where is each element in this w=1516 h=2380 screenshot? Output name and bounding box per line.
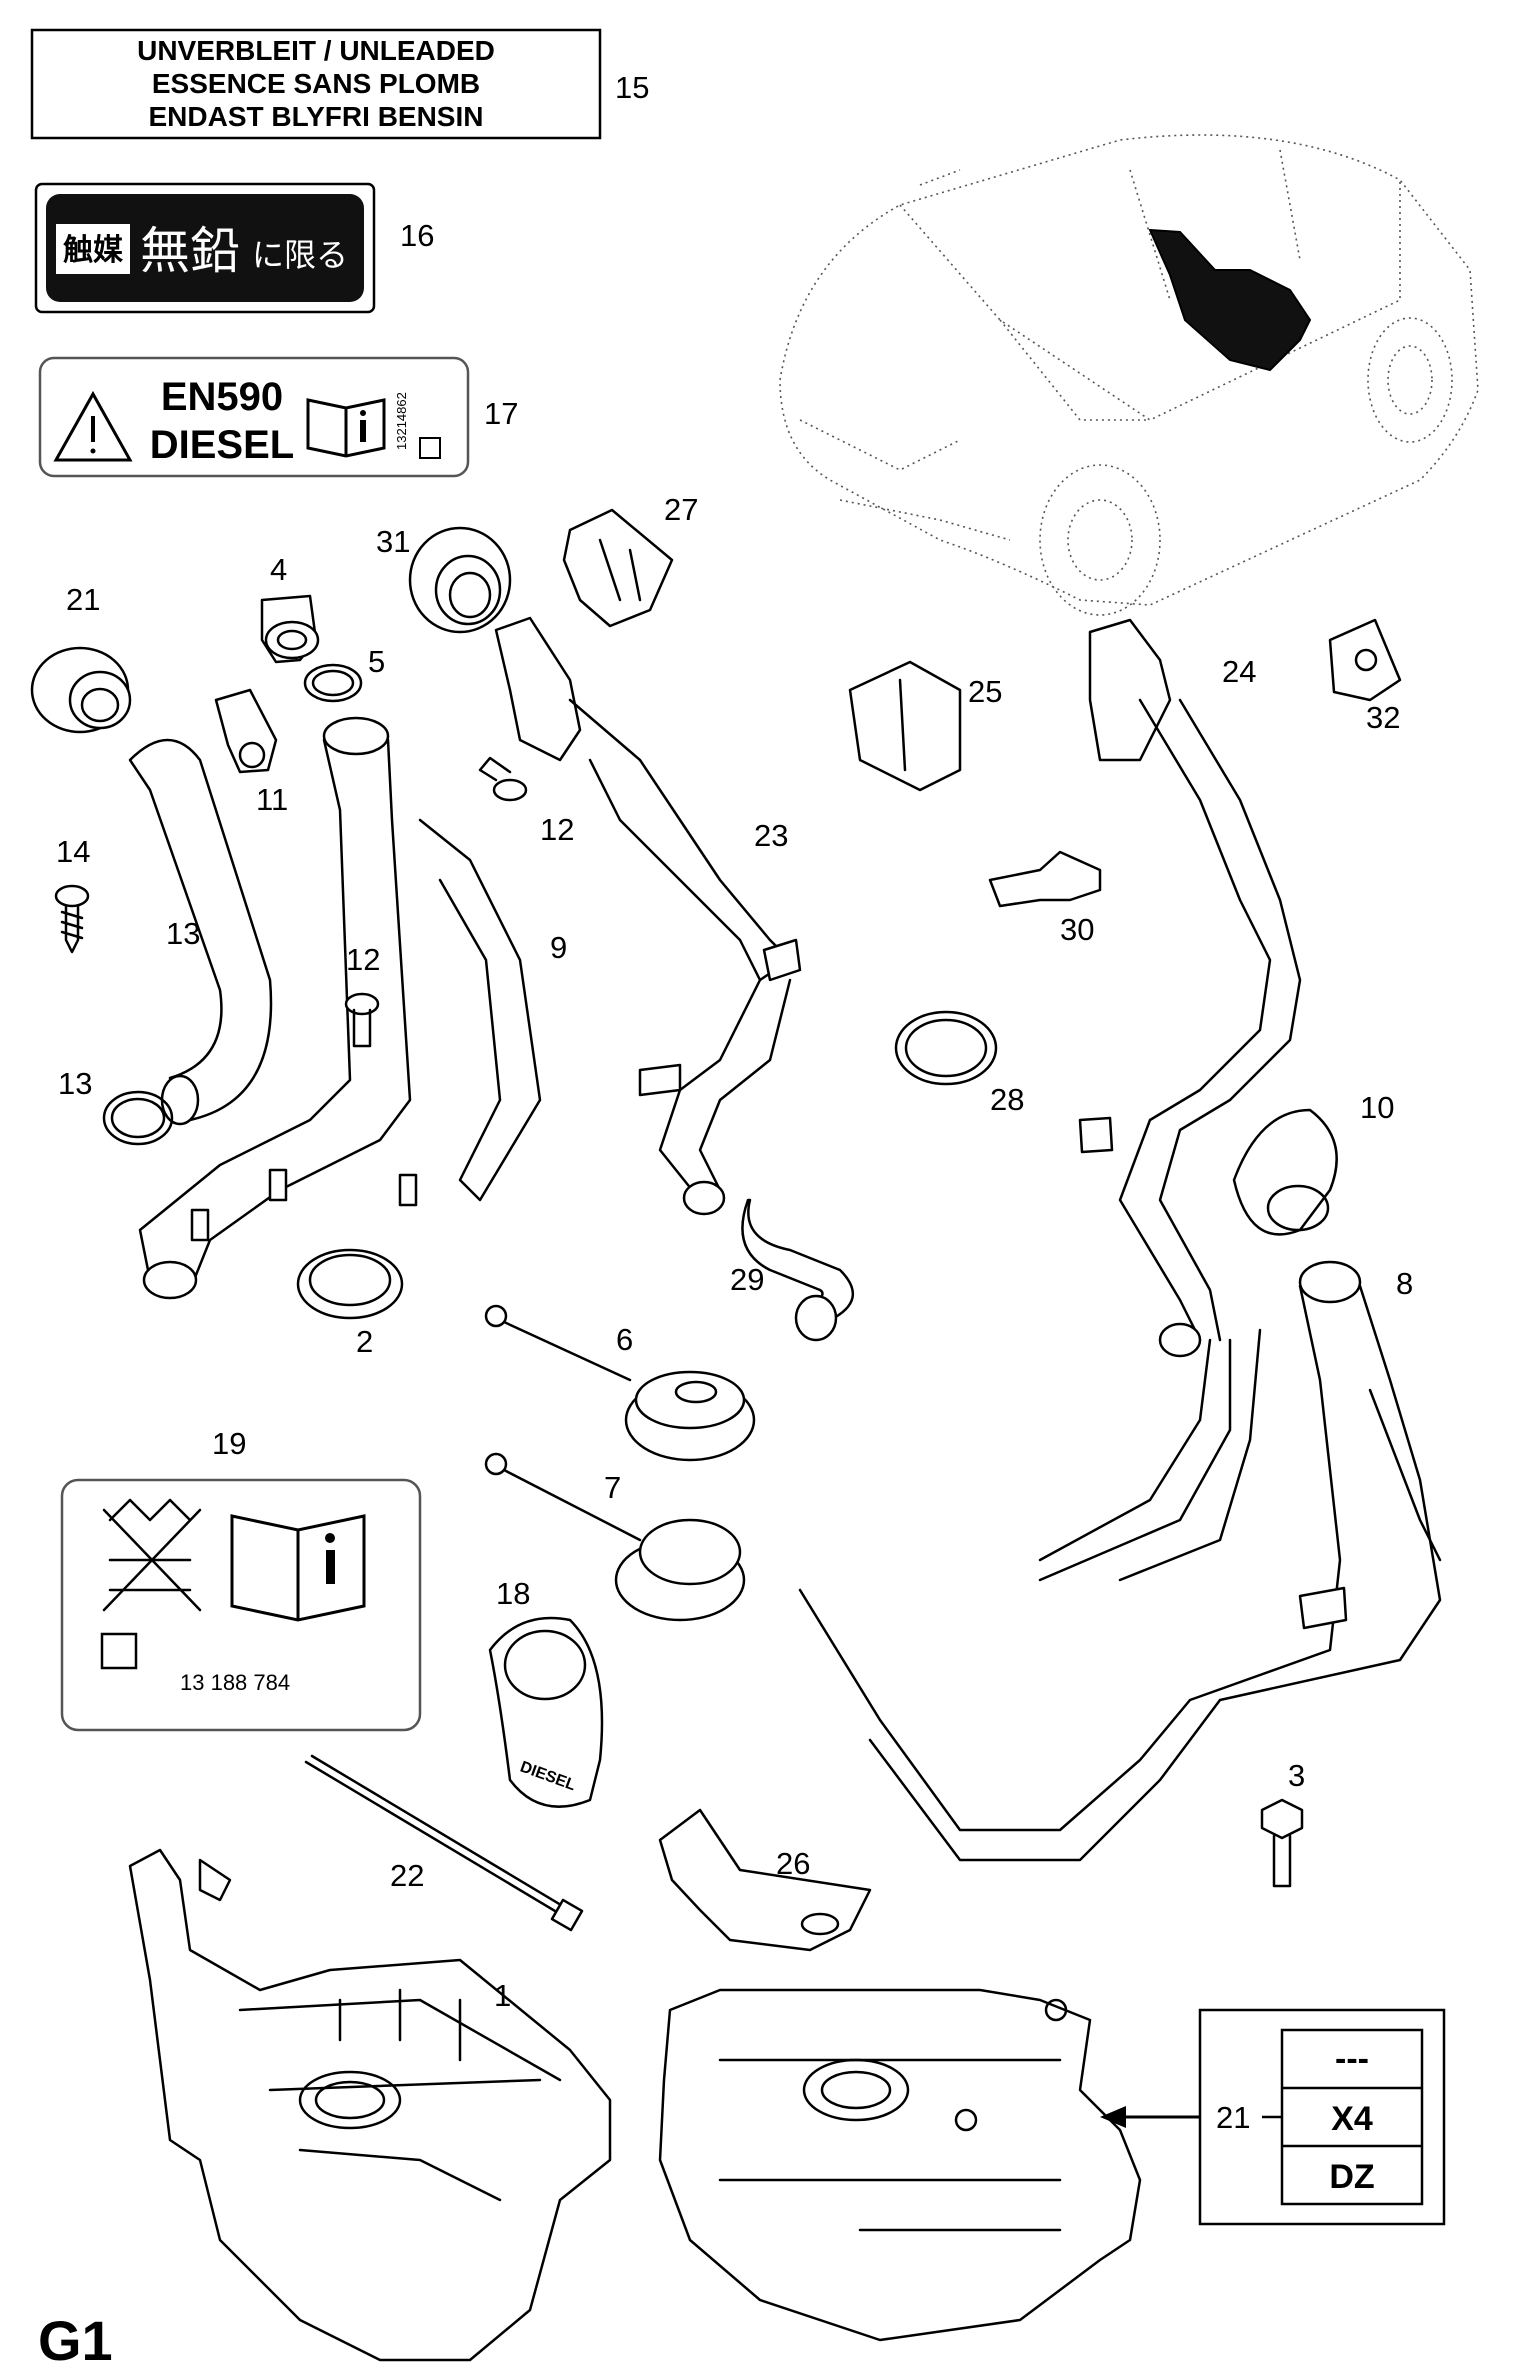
part-6-cap: [484, 1304, 756, 1462]
part-31-clip: [988, 850, 1102, 908]
part-27-bracket: [658, 1808, 872, 1952]
part-3-bolt: [1260, 1798, 1304, 1888]
callout-33: 32: [1366, 700, 1400, 735]
page-code: G1: [38, 2309, 113, 2372]
unleaded-line-1: UNVERBLEIT / UNLEADED: [137, 35, 495, 66]
warning-triangle-icon: [53, 390, 133, 462]
part-12-bolt-left: [344, 992, 380, 1048]
no-fire-icon: [102, 1498, 202, 1612]
callout-6: 6: [616, 1322, 633, 1357]
callout-13: 13: [166, 916, 200, 951]
part-25-filler-pipe: [1038, 618, 1302, 1582]
variant-table: --- X4 DZ 21: [1198, 2008, 1446, 2226]
callout-14: 13: [58, 1066, 92, 1101]
callout-20: 19: [212, 1426, 246, 1461]
diesel-line-2: DIESEL: [150, 423, 294, 467]
part-23-cable-tie: [304, 1754, 584, 1932]
arrow-to-tank: [1100, 2106, 1200, 2128]
callout-4: 4: [270, 552, 287, 587]
variant-row-2: X4: [1331, 2100, 1373, 2138]
callout-30: 29: [730, 1262, 764, 1297]
callout-31: 30: [1060, 912, 1094, 947]
callout-25: 24: [1222, 654, 1256, 689]
part-28-bracket: [562, 508, 674, 628]
callout-16: 15: [615, 70, 649, 105]
part-13-hose: [128, 738, 273, 1122]
callout-28: 27: [664, 492, 698, 527]
callout-22: 21: [66, 582, 100, 617]
part-29-clamp: [894, 1010, 998, 1086]
part-19-sleeve: DIESEL: [488, 1616, 604, 1808]
unleaded-line-3: ENDAST BLYFRI BENSIN: [148, 101, 483, 132]
callout-10: 10: [1360, 1090, 1394, 1125]
callout-1: 1: [494, 1978, 511, 2013]
variant-row-3: DZ: [1329, 2158, 1374, 2196]
callout-8: 8: [1396, 1266, 1413, 1301]
manual-book-icon: [306, 398, 386, 458]
callout-2: 2: [356, 1324, 373, 1359]
part-9-filler-pipe: [138, 716, 542, 1300]
label-20: 13 188 784: [60, 1478, 422, 1732]
callout-3: 3: [1288, 1758, 1305, 1793]
car-outline: [779, 134, 1479, 616]
callout-27: 26: [776, 1846, 810, 1881]
variant-row-1: ---: [1335, 2040, 1369, 2078]
part-32-grommet: [408, 526, 512, 634]
part-15-screw: [54, 884, 90, 954]
manual-book-icon: [230, 1514, 366, 1622]
callout-19: 18: [496, 1576, 530, 1611]
callout-18: 17: [484, 396, 518, 431]
callout-5: 5: [368, 644, 385, 679]
callout-17: 16: [400, 218, 434, 253]
japanese-main: 無鉛: [140, 222, 240, 280]
part20-code: 13 188 784: [180, 1670, 290, 1695]
diesel-line-1: EN590: [161, 375, 283, 419]
callout-26: 25: [968, 674, 1002, 709]
callout-23: 22: [390, 1858, 424, 1893]
callout-9: 9: [550, 930, 567, 965]
callout-15: 14: [56, 834, 90, 869]
part-12-bolt-mid: [478, 756, 528, 802]
part-30-hose: [741, 1198, 855, 1322]
part-2-grommet: [296, 1248, 404, 1320]
unleaded-line-2: ESSENCE SANS PLOMB: [152, 68, 480, 99]
callout-29: 28: [990, 1082, 1024, 1117]
part-10-cup: [1232, 1108, 1338, 1236]
callout-12b: 12: [540, 812, 574, 847]
square-symbol-icon: [419, 437, 441, 459]
part-4-connector: [260, 594, 320, 664]
callout-32: 31: [376, 524, 410, 559]
part-11-nozzle: [214, 688, 278, 774]
part-33-bracket: [1328, 618, 1402, 702]
diesel-code: 13214862: [394, 392, 409, 450]
fuel-tank-variant: [658, 1988, 1142, 2342]
label-japanese: 触媒 無鉛 に限る: [34, 182, 376, 314]
callout-24: 23: [754, 818, 788, 853]
part-26-valve: [848, 660, 962, 792]
label-unleaded: UNVERBLEIT / UNLEADED ESSENCE SANS PLOMB…: [30, 28, 602, 140]
callout-11: 11: [256, 782, 288, 817]
japanese-suffix: に限る: [252, 236, 348, 274]
japanese-badge: 触媒: [63, 234, 124, 267]
part-1-fuel-tank: [128, 1848, 612, 2362]
square-symbol-icon: [100, 1632, 138, 1670]
part-22-cap: [30, 646, 132, 734]
part-8-filler-pipe: [798, 1260, 1442, 1862]
callout-12a: 12: [346, 942, 380, 977]
label-diesel: EN590 DIESEL 13214862: [38, 356, 470, 478]
part-5-seal: [303, 663, 363, 703]
callout-21: 21: [1216, 2100, 1250, 2135]
callout-7: 7: [604, 1470, 621, 1505]
part-7-cap: [484, 1452, 746, 1622]
part-14-clamp: [102, 1090, 174, 1146]
part-24-filler-neck: [494, 616, 802, 1216]
